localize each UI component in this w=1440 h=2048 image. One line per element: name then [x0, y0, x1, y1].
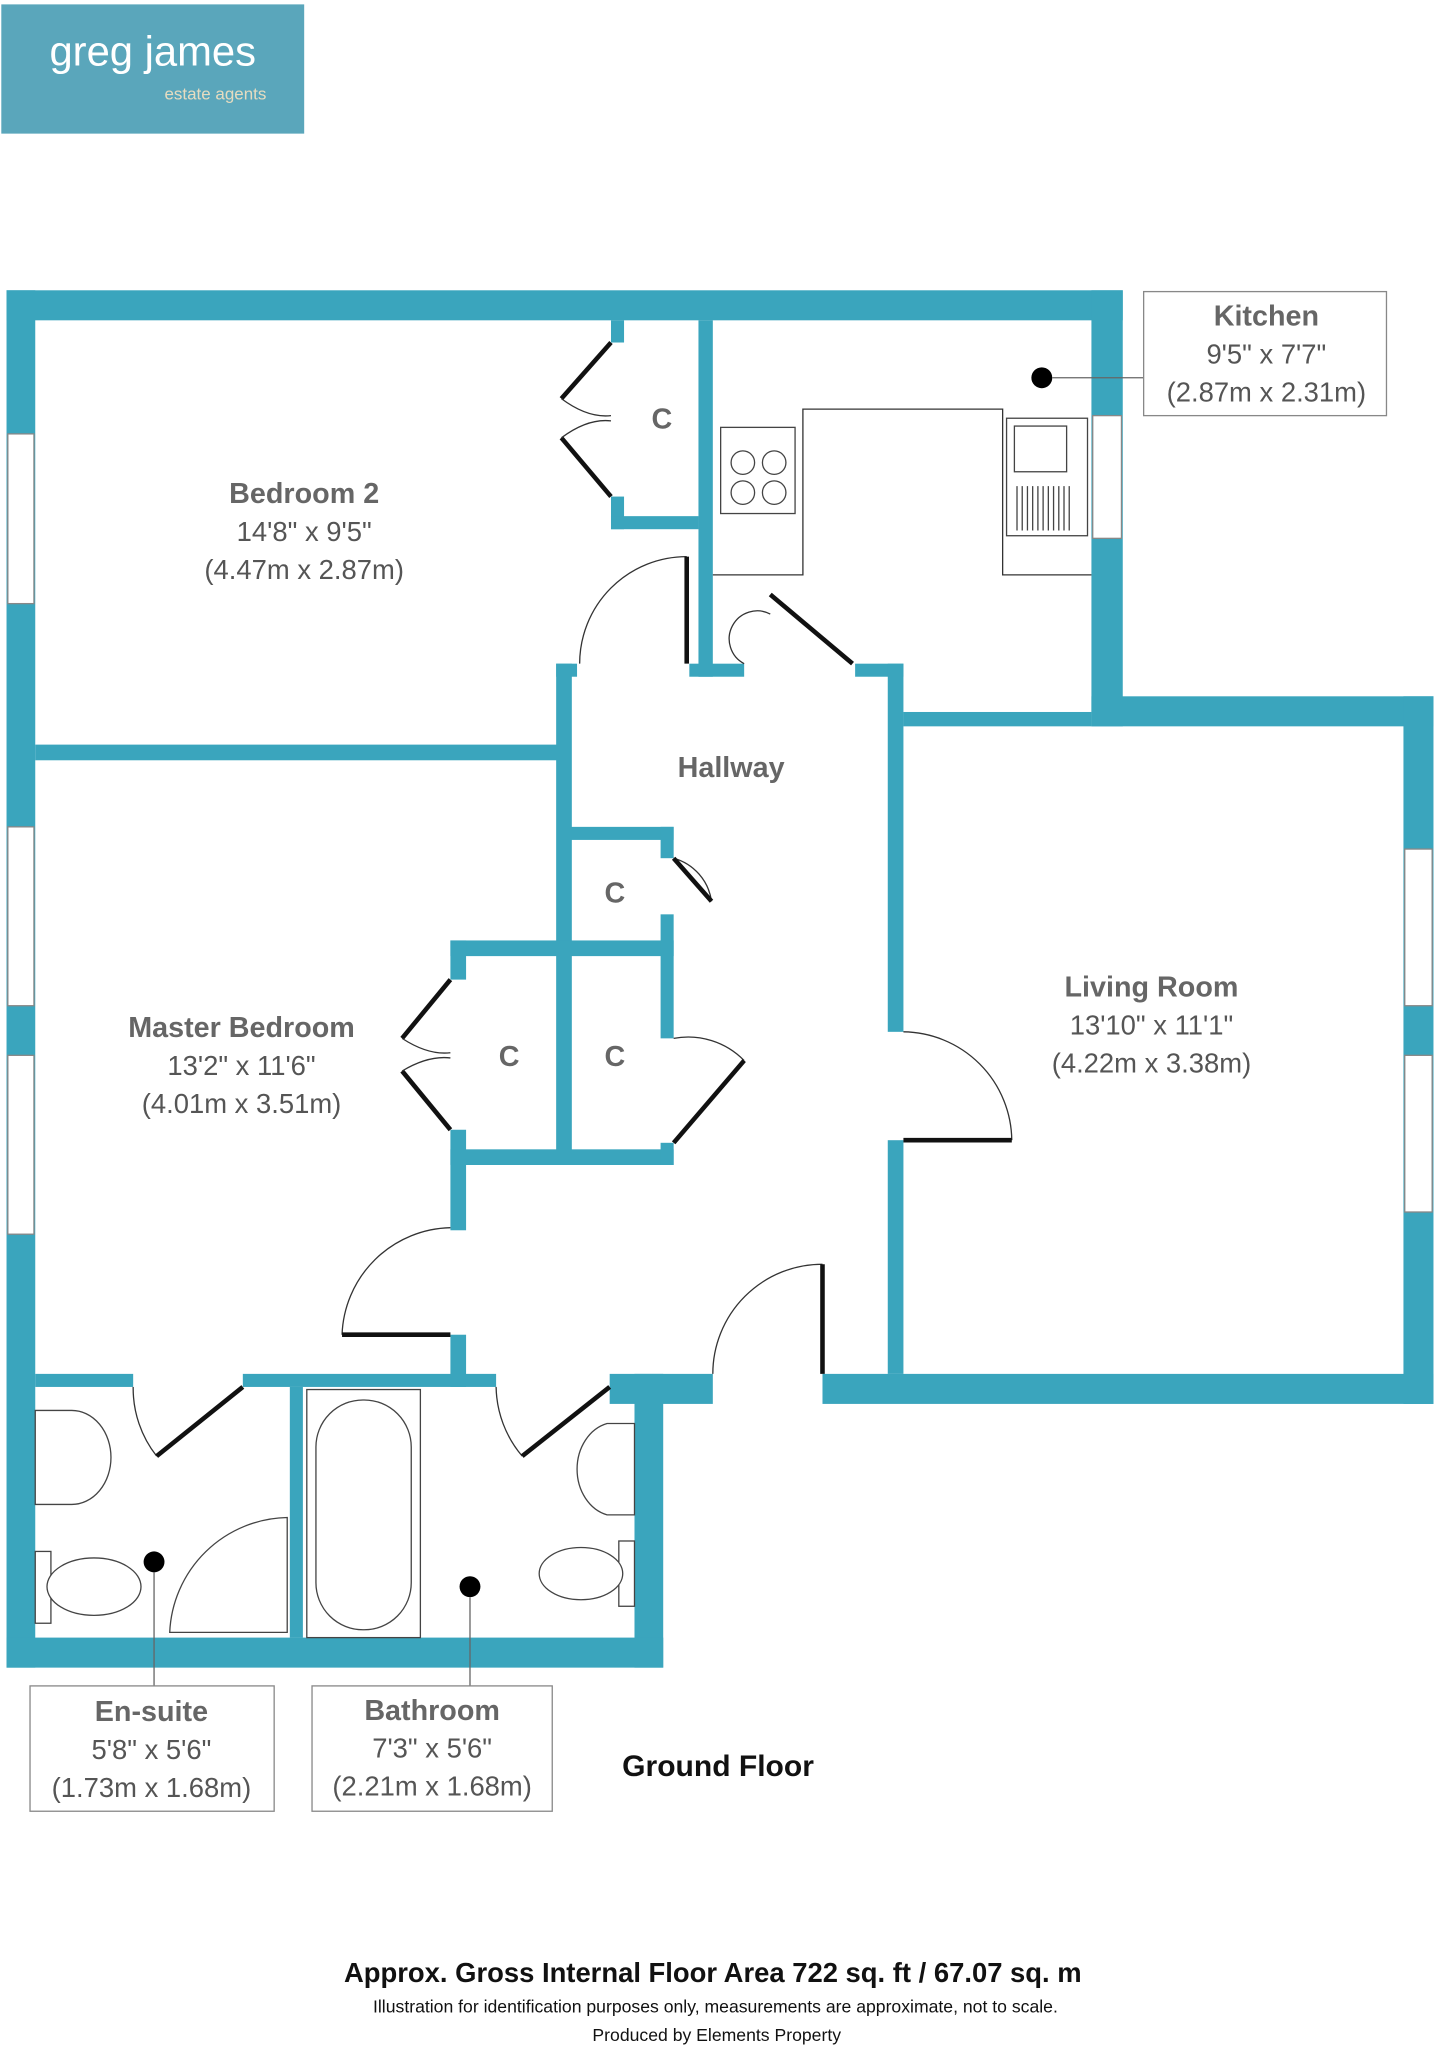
svg-text:14'8" x 9'5": 14'8" x 9'5"	[237, 516, 372, 547]
doors	[132, 341, 1013, 1458]
svg-text:Bedroom 2: Bedroom 2	[229, 478, 379, 510]
window	[7, 826, 35, 1007]
hob-icon	[720, 426, 796, 515]
window	[1404, 848, 1433, 1007]
producer: Produced by Elements Property	[592, 2025, 841, 2045]
room-kitchen: Kitchen 9'5" x 7'7" (2.87m x 2.31m)	[1142, 290, 1388, 417]
logo: greg james estate agents	[1, 4, 305, 134]
svg-text:5'8" x 5'6": 5'8" x 5'6"	[92, 1734, 212, 1765]
svg-text:C: C	[605, 878, 626, 910]
walls	[6, 290, 1434, 1668]
svg-text:(4.47m x 2.87m): (4.47m x 2.87m)	[204, 554, 404, 585]
svg-text:C: C	[499, 1041, 520, 1073]
window	[7, 1054, 35, 1235]
svg-text:Master Bedroom: Master Bedroom	[128, 1012, 355, 1044]
logo-name: greg james	[49, 28, 256, 75]
label-markers	[143, 367, 1145, 1686]
toilet-icon	[34, 1550, 142, 1624]
disclaimer: Illustration for identification purposes…	[373, 1996, 1058, 2016]
floor-label: Ground Floor	[622, 1750, 814, 1783]
fixtures	[34, 408, 1092, 1639]
sink-icon	[1005, 417, 1089, 537]
windows	[7, 414, 1433, 1235]
shower-icon	[169, 1516, 288, 1634]
floor-area: Approx. Gross Internal Floor Area 722 sq…	[344, 1957, 1082, 1988]
basin-icon	[576, 1422, 636, 1516]
basin-icon	[34, 1409, 112, 1506]
svg-text:7'3" x 5'6": 7'3" x 5'6"	[372, 1733, 492, 1764]
window	[7, 433, 35, 605]
svg-text:13'10" x 11'1": 13'10" x 11'1"	[1070, 1009, 1234, 1040]
closet-labels: C C C C	[499, 404, 672, 1073]
svg-text:En-suite: En-suite	[95, 1696, 208, 1728]
room-living-room: Living Room 13'10" x 11'1" (4.22m x 3.38…	[1052, 972, 1252, 1079]
bath-icon	[306, 1388, 422, 1639]
svg-text:(2.87m x 2.31m): (2.87m x 2.31m)	[1167, 376, 1367, 407]
footer: Approx. Gross Internal Floor Area 722 sq…	[344, 1957, 1082, 2045]
toilet-icon	[538, 1540, 636, 1607]
svg-text:Bathroom: Bathroom	[364, 1695, 500, 1727]
svg-text:(4.22m x 3.38m): (4.22m x 3.38m)	[1052, 1047, 1252, 1078]
room-bathroom: Bathroom 7'3" x 5'6" (2.21m x 1.68m)	[311, 1685, 553, 1812]
room-master-bedroom: Master Bedroom 13'2" x 11'6" (4.01m x 3.…	[128, 1012, 355, 1119]
svg-text:Kitchen: Kitchen	[1214, 301, 1319, 333]
svg-text:C: C	[605, 1041, 626, 1073]
room-ensuite: En-suite 5'8" x 5'6" (1.73m x 1.68m)	[29, 1685, 275, 1812]
svg-text:9'5" x 7'7": 9'5" x 7'7"	[1206, 338, 1326, 369]
logo-tagline: estate agents	[164, 85, 266, 104]
window	[1404, 1054, 1433, 1213]
window	[1092, 414, 1123, 539]
svg-text:13'2" x 11'6": 13'2" x 11'6"	[167, 1050, 315, 1081]
svg-text:Living Room: Living Room	[1065, 972, 1239, 1004]
svg-text:(2.21m x 1.68m): (2.21m x 1.68m)	[332, 1771, 532, 1802]
svg-text:C: C	[652, 404, 673, 436]
svg-text:(1.73m x 1.68m): (1.73m x 1.68m)	[52, 1772, 252, 1803]
room-bedroom2: Bedroom 2 14'8" x 9'5" (4.47m x 2.87m)	[204, 478, 404, 585]
svg-text:(4.01m x 3.51m): (4.01m x 3.51m)	[142, 1088, 342, 1119]
room-hallway: Hallway	[678, 752, 785, 784]
